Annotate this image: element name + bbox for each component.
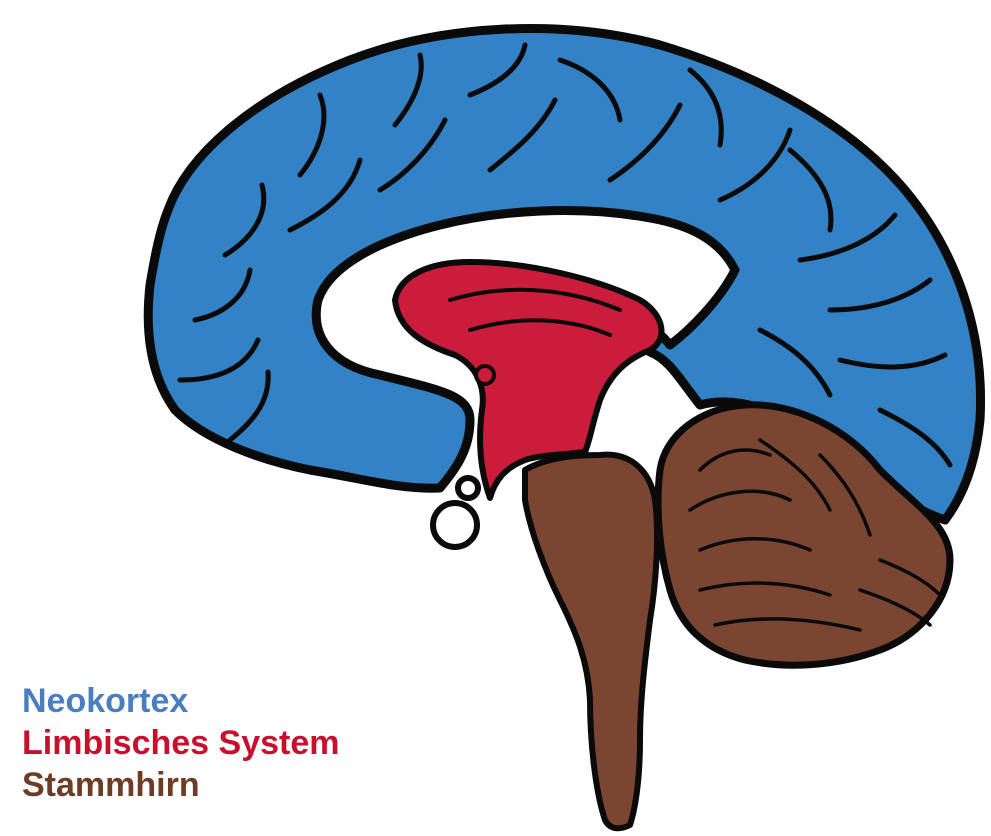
legend: Neokortex Limbisches System Stammhirn <box>22 680 339 806</box>
legend-item-limbic-system: Limbisches System <box>22 722 339 764</box>
legend-item-neocortex: Neokortex <box>22 680 339 722</box>
brainstem-region <box>525 455 657 829</box>
legend-item-brainstem: Stammhirn <box>22 764 339 806</box>
